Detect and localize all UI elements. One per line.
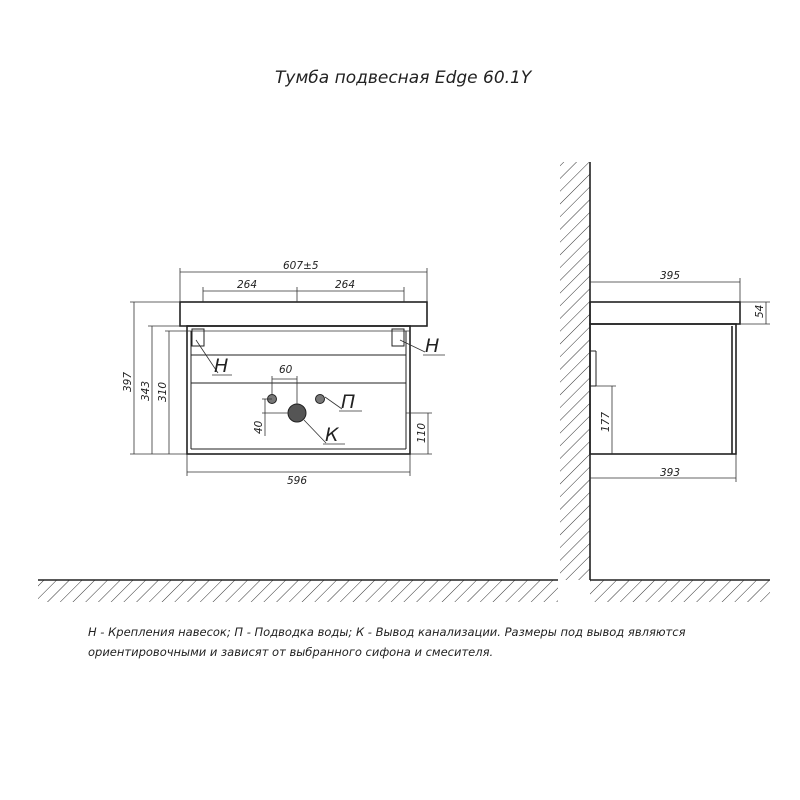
dim-body-width: 596	[287, 475, 307, 487]
label-mount-left: Н	[214, 355, 228, 377]
side-body	[589, 323, 737, 455]
wall-hatch	[560, 162, 590, 580]
dim-side-drain-height: 177	[600, 412, 612, 432]
front-view: 607±5 264 264 596 397 343 310 60 40	[122, 260, 445, 487]
dim-body-depth: 393	[660, 467, 680, 479]
label-mount-right: Н	[425, 335, 439, 357]
dim-height-mid: 343	[140, 381, 152, 401]
drawing-title: Тумба подвесная Edge 60.1Y	[275, 68, 533, 88]
dim-top-thickness: 54	[754, 305, 766, 318]
mount-left-bracket	[191, 328, 205, 347]
legend-line-1: Н - Крепления навесок; П - Подводка воды…	[88, 625, 686, 639]
dim-top-depth: 395	[660, 270, 680, 282]
dim-total-height: 397	[122, 372, 134, 392]
mount-right-bracket	[391, 328, 405, 347]
label-water: П	[341, 391, 355, 413]
dim-overall-width: 607±5	[283, 260, 319, 272]
drain-outlet	[287, 403, 307, 423]
legend-note: Н - Крепления навесок; П - Подводка воды…	[88, 622, 788, 662]
label-drain: К	[325, 424, 340, 446]
floor-front	[38, 579, 558, 602]
dim-right-offset: 264	[335, 279, 355, 291]
dim-water-height: 40	[253, 420, 265, 434]
side-view: 395 54 393 177	[560, 162, 770, 602]
water-inlet-right	[315, 394, 325, 404]
dim-inner-height: 310	[157, 382, 169, 402]
legend-line-2: ориентировочными и зависят от выбранного…	[88, 645, 494, 659]
side-countertop	[589, 301, 741, 325]
dim-pipe-spacing: 60	[279, 364, 293, 376]
dim-drain-height: 110	[416, 423, 428, 443]
countertop-outline	[179, 301, 428, 327]
dim-left-offset: 264	[237, 279, 257, 291]
cabinet-body-outline	[186, 325, 411, 455]
